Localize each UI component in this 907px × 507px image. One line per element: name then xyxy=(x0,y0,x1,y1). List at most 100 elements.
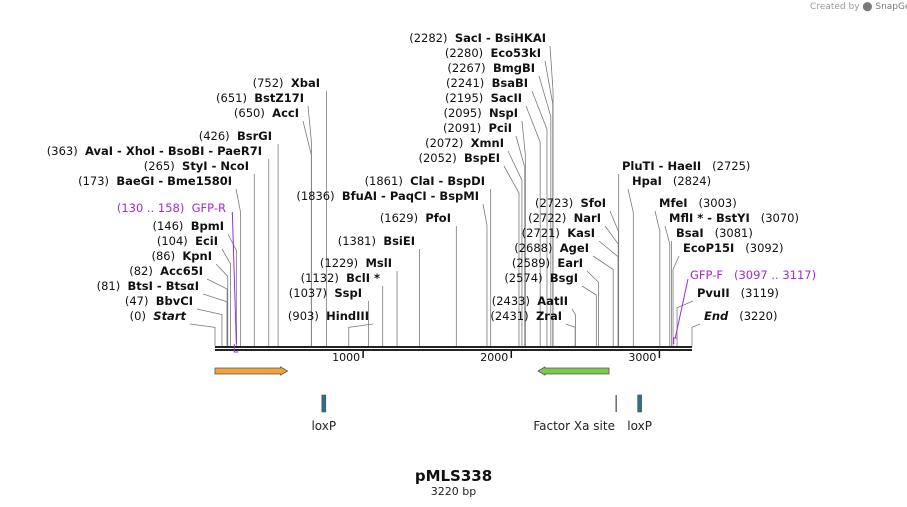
restriction-site-label: (2688) AgeI xyxy=(514,241,589,255)
site-position: (426) xyxy=(199,129,230,143)
site-position: (1836) xyxy=(296,189,334,203)
site-enzyme-names: HindIII xyxy=(326,309,369,323)
feature-label: Factor Xa site xyxy=(533,419,615,433)
restriction-site-label: (650) AccI xyxy=(234,106,299,120)
site-leader-line xyxy=(598,240,619,346)
restriction-site-label: (1132) BclI * xyxy=(301,271,380,285)
site-enzyme-names: KasI xyxy=(567,226,595,240)
restriction-site-label: PluTI - HaeII (2725) xyxy=(622,159,750,173)
site-enzyme-names: EarI xyxy=(557,256,583,270)
site-position: (2241) xyxy=(446,76,484,90)
primer-range: (3097 .. 3117) xyxy=(734,268,816,282)
restriction-site-label: End (3220) xyxy=(704,309,778,323)
site-enzyme-names: Acc65I xyxy=(160,264,203,278)
site-position: (3220) xyxy=(739,309,777,323)
site-leader-line xyxy=(565,323,576,346)
restriction-site-label: (2195) SacII xyxy=(445,91,522,105)
site-enzyme-names: PciI xyxy=(489,121,512,135)
site-enzyme-names: Eco53kI xyxy=(490,46,541,60)
site-leader-line xyxy=(235,188,242,346)
site-position: (2433) xyxy=(492,294,530,308)
site-enzyme-names: BaeGI - Bme1580I xyxy=(116,174,232,188)
restriction-site-label: (2589) EarI xyxy=(512,256,583,270)
restriction-site-label: (651) BstZ17I xyxy=(216,91,304,105)
site-enzyme-names: Start xyxy=(153,309,186,323)
site-enzyme-names: KpnI xyxy=(182,249,212,263)
site-enzyme-names: EciI xyxy=(195,234,218,248)
site-position: (2195) xyxy=(445,91,483,105)
site-leader-line xyxy=(503,165,520,346)
site-position: (651) xyxy=(216,91,247,105)
site-enzyme-names: XmnI xyxy=(471,136,504,150)
site-position: (363) xyxy=(47,144,78,158)
site-position: (1132) xyxy=(301,271,339,285)
restriction-site-label: (104) EciI xyxy=(157,234,218,248)
primer-range: (130 .. 158) xyxy=(117,201,192,215)
site-enzyme-names: BsgI xyxy=(550,271,578,285)
site-position: (2052) xyxy=(418,151,456,165)
restriction-site-label: (1381) BsiEI xyxy=(338,234,415,248)
restriction-site-label: (1861) ClaI - BspDI xyxy=(365,174,485,188)
site-enzyme-names: AccI xyxy=(272,106,299,120)
site-leader-line xyxy=(221,248,231,346)
site-labels: (2282) SacI - BsiHKAI(2280) Eco53kI(2267… xyxy=(47,31,799,323)
site-position: (1037) xyxy=(289,286,327,300)
site-leader-line xyxy=(525,105,541,346)
site-leader-line xyxy=(581,285,597,346)
site-enzyme-names: PluTI - HaeII xyxy=(622,159,701,173)
site-leader-line xyxy=(592,255,614,346)
site-leader-line xyxy=(482,203,488,346)
backbone-top-strand xyxy=(215,346,692,348)
site-position: (104) xyxy=(157,234,188,248)
plasmid-length: 3220 bp xyxy=(430,485,477,498)
site-enzyme-names: ZraI xyxy=(536,309,562,323)
snapgene-logo-icon: ⬤ xyxy=(862,2,873,12)
site-position: (2072) xyxy=(425,136,463,150)
site-enzyme-names: SacI - BsiHKAI xyxy=(455,31,546,45)
site-leader-line xyxy=(586,270,599,346)
site-enzyme-names: NarI xyxy=(574,211,601,225)
site-enzyme-names: BsaI xyxy=(676,226,704,240)
restriction-site-label: (146) BpmI xyxy=(152,219,224,233)
site-position: (2267) xyxy=(447,61,485,75)
site-position: (2721) xyxy=(522,226,560,240)
site-position: (81) xyxy=(97,279,121,293)
restriction-site-label: (1037) SspI xyxy=(289,286,362,300)
site-position: (2282) xyxy=(409,31,447,45)
ruler-tick-label: 1000 xyxy=(332,351,360,364)
site-enzyme-names: PfoI xyxy=(425,211,451,225)
site-position: (2722) xyxy=(528,211,566,225)
site-enzyme-names: StyI - NcoI xyxy=(182,159,249,173)
restriction-site-label: PvuII (3119) xyxy=(697,286,779,300)
loxp-feature-box xyxy=(637,394,642,413)
site-position: (3092) xyxy=(745,241,783,255)
restriction-site-label: (2241) BsaBI xyxy=(446,76,528,90)
site-enzyme-names: SacII xyxy=(491,91,522,105)
site-leader-line xyxy=(206,278,228,346)
site-leader-line xyxy=(302,120,312,346)
site-position: (265) xyxy=(144,159,175,173)
restriction-site-label: (752) XbaI xyxy=(253,76,320,90)
credit-brand: SnapGene xyxy=(875,2,907,12)
primer-name: GFP-F xyxy=(690,268,734,282)
restriction-site-label: (82) Acc65I xyxy=(129,264,203,278)
reverse-feature-arrow xyxy=(537,366,610,376)
ruler-tick-label: 2000 xyxy=(480,351,508,364)
restriction-site-label: (2433) AatII xyxy=(492,294,568,308)
site-enzyme-names: BstZ17I xyxy=(254,91,304,105)
site-leader-line xyxy=(672,255,680,346)
site-leader-line xyxy=(691,323,701,346)
site-leader-line xyxy=(196,308,223,346)
site-enzyme-names: HpaI xyxy=(632,174,662,188)
site-leader-line xyxy=(202,293,228,346)
site-enzyme-names: EcoP15I xyxy=(683,241,734,255)
site-enzyme-names: SspI xyxy=(334,286,362,300)
site-leader-line xyxy=(544,60,554,346)
site-position: (3119) xyxy=(741,286,779,300)
restriction-site-label: (1836) BfuAI - PaqCI - BspMI xyxy=(296,189,479,203)
site-leader-line xyxy=(627,188,634,346)
restriction-site-label: (2052) BspEI xyxy=(418,151,500,165)
restriction-site-label: (2722) NarI xyxy=(528,211,601,225)
site-enzyme-names: BsrGI xyxy=(237,129,272,143)
site-position: (3081) xyxy=(715,226,753,240)
